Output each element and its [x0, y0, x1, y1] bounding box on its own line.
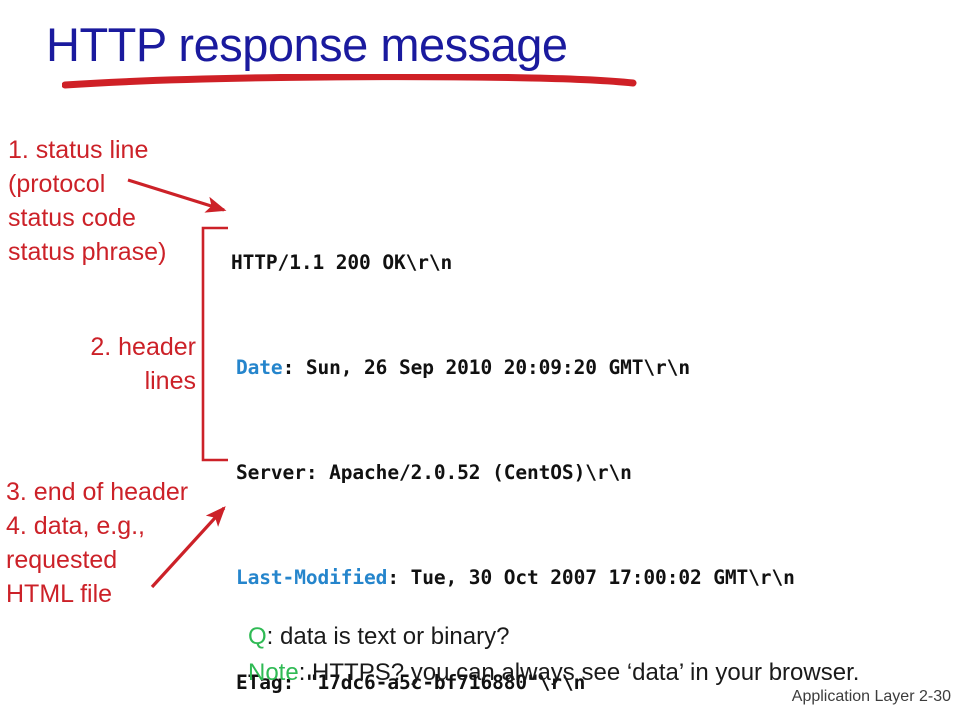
http-header-line-server: Server: Apache/2.0.52 (CentOS)\r\n	[231, 460, 795, 486]
note-text: : HTTPS? you can always see ‘data’ in yo…	[298, 659, 860, 686]
header-name-date: Date	[236, 356, 283, 380]
arrow-to-data-line	[150, 506, 226, 589]
http-header-line-etag: ETag: "17dc6-a5c-bf716880"\r\n	[231, 670, 795, 696]
http-status-line: HTTP/1.1 200 OK\r\n	[231, 250, 795, 276]
question-label: Q	[248, 623, 267, 650]
annotation-1-line-3: status code	[8, 204, 136, 232]
annotation-3-line-1: 3. end of header	[6, 478, 189, 506]
header-value-last-modified: : Tue, 30 Oct 2007 17:00:02 GMT\r\n	[387, 565, 795, 589]
annotation-2-line-1: 2. header	[90, 333, 196, 361]
note-line: Note: HTTPS? you can always see ‘data’ i…	[248, 658, 859, 688]
header-value-date: : Sun, 26 Sep 2010 20:09:20 GMT\r\n	[282, 356, 691, 380]
slide-footer: Application Layer 2-30	[791, 688, 951, 705]
page-title: HTTP response message	[46, 18, 568, 71]
annotation-1-line-2: (protocol	[8, 170, 106, 198]
note-label: Note	[248, 659, 299, 686]
http-header-line-last-modified: Last-Modified: Tue, 30 Oct 2007 17:00:02…	[231, 565, 795, 591]
annotation-2-line-2: lines	[144, 367, 196, 395]
title-underline-stroke	[62, 74, 637, 89]
annotation-4-line-2: requested	[6, 546, 118, 574]
header-name-server: Server	[236, 461, 306, 485]
http-header-line-date: Date: Sun, 26 Sep 2010 20:09:20 GMT\r\n	[231, 355, 795, 381]
status-line-text: HTTP/1.1 200 OK\r\n	[231, 251, 453, 275]
annotation-data: 4. data, e.g., requested HTML file	[6, 509, 145, 611]
annotation-header-lines: 2. header lines	[6, 330, 204, 398]
annotation-status-line: 1. status line (protocol status code sta…	[8, 133, 166, 269]
annotation-4-line-3: HTML file	[6, 580, 113, 608]
question-text: : data is text or binary?	[266, 623, 510, 650]
annotation-end-of-header: 3. end of header	[6, 475, 188, 509]
header-value-server: : Apache/2.0.52 (CentOS)\r\n	[305, 461, 632, 485]
header-value-etag: : "17dc6-a5c-bf716880"\r\n	[282, 670, 586, 694]
header-lines-bracket	[201, 226, 228, 462]
annotation-1-line-4: status phrase)	[8, 238, 167, 266]
header-name-etag: ETag	[236, 670, 283, 694]
http-response-code-block: HTTP/1.1 200 OK\r\n Date: Sun, 26 Sep 20…	[231, 198, 795, 716]
header-name-last-modified: Last-Modified	[236, 565, 388, 589]
annotation-1-line-1: 1. status line	[8, 136, 149, 164]
annotation-4-line-1: 4. data, e.g.,	[6, 512, 145, 540]
question-line: Q: data is text or binary?	[248, 622, 509, 652]
